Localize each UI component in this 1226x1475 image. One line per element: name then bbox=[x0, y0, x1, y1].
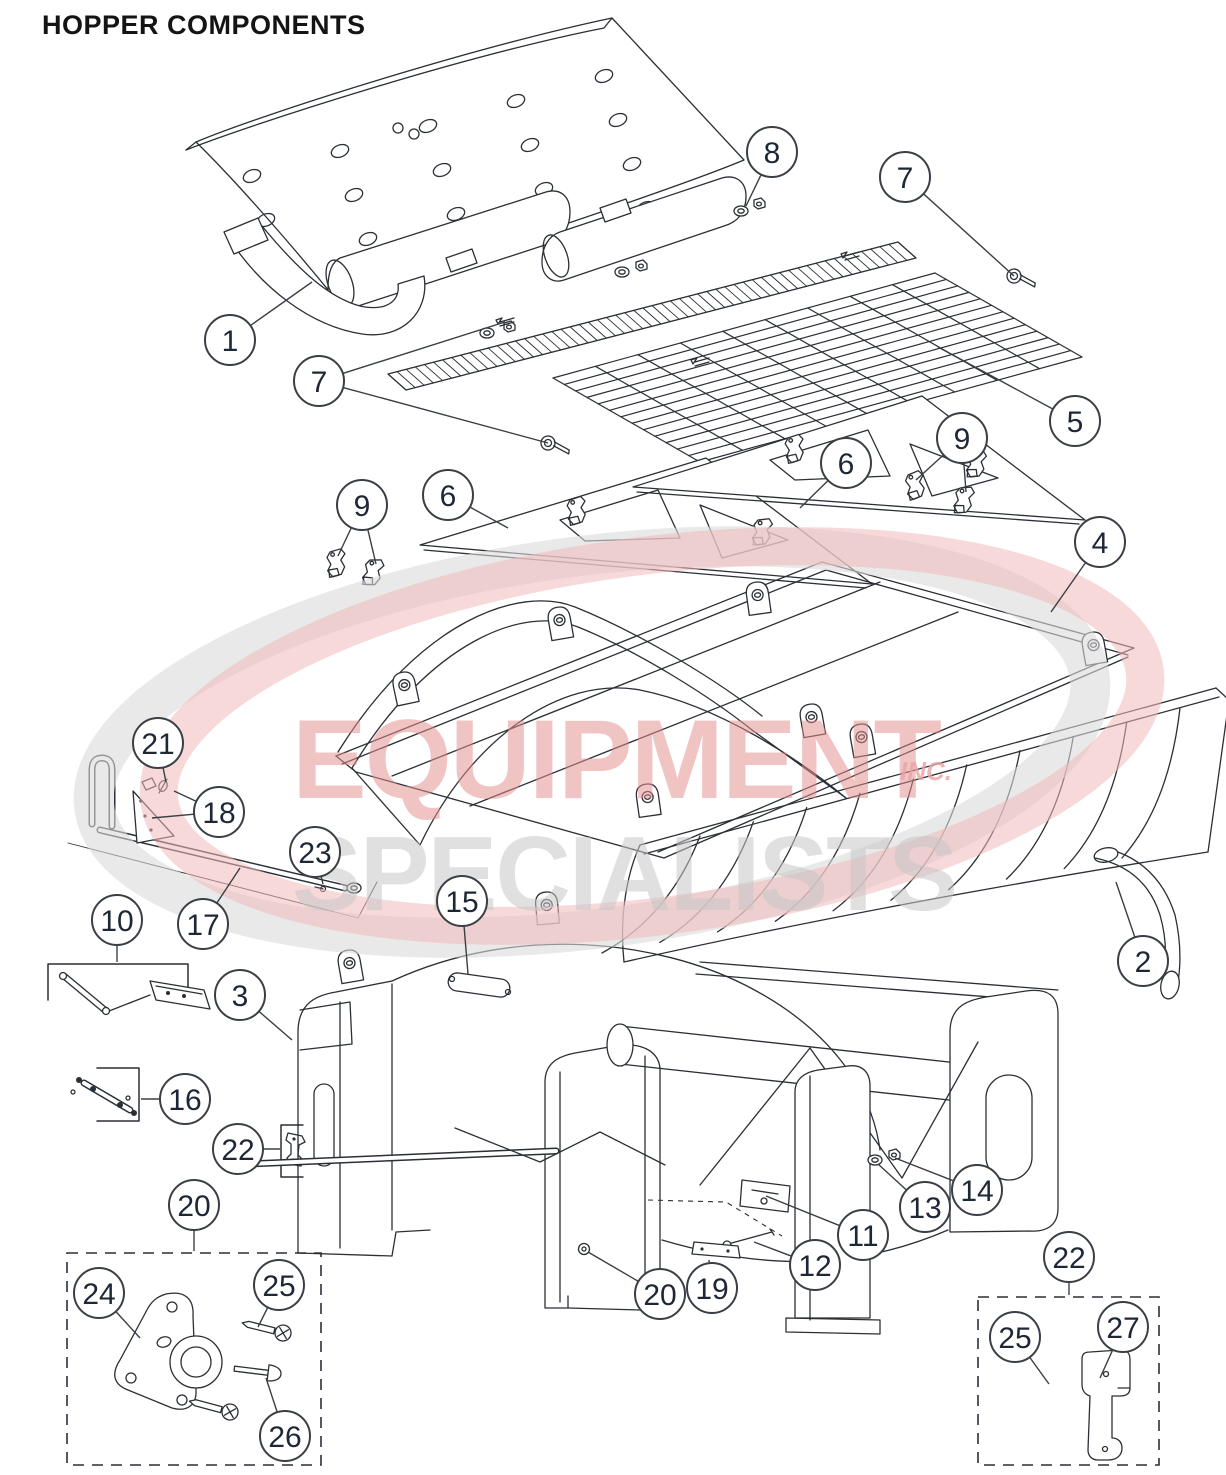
svg-text:21: 21 bbox=[141, 728, 174, 761]
callout-9-5: 9 bbox=[915, 412, 988, 493]
watermark-ring-red bbox=[139, 527, 1165, 945]
svg-text:24: 24 bbox=[82, 1278, 115, 1311]
svg-text:17: 17 bbox=[186, 909, 219, 942]
callout-6-7: 6 bbox=[422, 469, 509, 529]
callout-17-13: 17 bbox=[177, 867, 241, 950]
page-title: HOPPER COMPONENTS bbox=[42, 10, 366, 40]
svg-text:6: 6 bbox=[838, 448, 855, 481]
callout-7-3: 7 bbox=[879, 151, 1015, 277]
svg-text:14: 14 bbox=[960, 1175, 993, 1208]
callout-27-32: 27 bbox=[1097, 1301, 1149, 1379]
callout-10-14: 10 bbox=[91, 894, 143, 962]
callout-3-16: 3 bbox=[214, 969, 293, 1041]
watermark: EQUIPMENT INC. SPECIALISTS bbox=[73, 526, 1165, 958]
svg-text:18: 18 bbox=[202, 797, 235, 830]
svg-text:13: 13 bbox=[908, 1192, 941, 1225]
watermark-inc: INC. bbox=[900, 756, 952, 786]
svg-text:6: 6 bbox=[440, 480, 457, 513]
callout-7-1: 7 bbox=[293, 321, 549, 444]
eyebolt-icon bbox=[1005, 267, 1038, 288]
svg-text:26: 26 bbox=[268, 1421, 301, 1454]
svg-text:7: 7 bbox=[311, 366, 328, 399]
svg-text:20: 20 bbox=[177, 1190, 210, 1223]
callout-24-21: 24 bbox=[73, 1267, 141, 1339]
svg-text:2: 2 bbox=[1135, 946, 1152, 979]
part-10-door-assembly-drawing bbox=[47, 963, 211, 1016]
watermark-specialists: SPECIALISTS bbox=[292, 815, 956, 933]
svg-text:23: 23 bbox=[298, 837, 331, 870]
svg-text:20: 20 bbox=[643, 1279, 676, 1312]
svg-text:11: 11 bbox=[847, 1220, 878, 1253]
callout-8-2: 8 bbox=[745, 126, 798, 207]
svg-text:19: 19 bbox=[695, 1273, 728, 1306]
callout-18-11: 18 bbox=[151, 786, 245, 838]
callout-22-19: 22 bbox=[212, 1123, 280, 1175]
callout-23-12: 23 bbox=[289, 826, 341, 885]
svg-text:10: 10 bbox=[100, 905, 133, 938]
part-16-linkage-drawing bbox=[70, 1067, 140, 1122]
callout-25-31: 25 bbox=[989, 1311, 1050, 1385]
callout-19-25: 19 bbox=[686, 1259, 738, 1314]
callout-16-18: 16 bbox=[141, 1073, 211, 1125]
callout-21-10: 21 bbox=[132, 717, 184, 783]
callout-12-26: 12 bbox=[753, 1239, 841, 1291]
svg-text:1: 1 bbox=[222, 325, 239, 358]
svg-text:16: 16 bbox=[168, 1084, 201, 1117]
part-1-lid-assembly-drawing bbox=[185, 17, 766, 339]
svg-text:27: 27 bbox=[1106, 1312, 1139, 1345]
callout-20-20: 20 bbox=[168, 1179, 220, 1251]
svg-text:5: 5 bbox=[1067, 406, 1084, 439]
eyebolt-icon bbox=[539, 434, 572, 455]
part-5-screen-drawings bbox=[387, 241, 1083, 463]
callout-26-23: 26 bbox=[259, 1377, 311, 1462]
svg-text:22: 22 bbox=[1052, 1242, 1085, 1275]
callout-11-27: 11 bbox=[765, 1195, 889, 1261]
svg-text:22: 22 bbox=[221, 1134, 254, 1167]
part-22-clip-drawing bbox=[280, 1124, 306, 1178]
callout-20-24: 20 bbox=[587, 1251, 686, 1320]
callout-13-28: 13 bbox=[877, 1163, 951, 1233]
callout-5-4: 5 bbox=[937, 346, 1101, 447]
callout-1-0: 1 bbox=[204, 281, 313, 366]
svg-text:25: 25 bbox=[262, 1270, 295, 1303]
watermark-equipment: EQUIPMENT bbox=[292, 697, 942, 822]
svg-text:7: 7 bbox=[897, 162, 914, 195]
callout-22-30: 22 bbox=[1043, 1231, 1095, 1295]
svg-text:9: 9 bbox=[954, 423, 971, 456]
callout-9-8: 9 bbox=[336, 479, 388, 565]
svg-text:12: 12 bbox=[798, 1250, 831, 1283]
svg-text:25: 25 bbox=[998, 1322, 1031, 1355]
callout-2-17: 2 bbox=[1115, 881, 1169, 987]
svg-text:4: 4 bbox=[1092, 527, 1109, 560]
part-20-kit-box-drawing bbox=[66, 1252, 322, 1466]
svg-text:8: 8 bbox=[764, 137, 781, 170]
svg-text:9: 9 bbox=[354, 490, 371, 523]
callout-15-15: 15 bbox=[436, 875, 488, 975]
callout-14-29: 14 bbox=[894, 1157, 1003, 1216]
part-22-kit-box-drawing bbox=[977, 1296, 1160, 1466]
svg-text:15: 15 bbox=[445, 886, 478, 919]
part-4-inverted-v-frame-drawing bbox=[335, 561, 1135, 859]
callout-4-9: 4 bbox=[1050, 516, 1126, 613]
callout-6-6: 6 bbox=[799, 437, 872, 509]
svg-text:3: 3 bbox=[232, 980, 249, 1013]
callout-25-22: 25 bbox=[253, 1259, 305, 1328]
